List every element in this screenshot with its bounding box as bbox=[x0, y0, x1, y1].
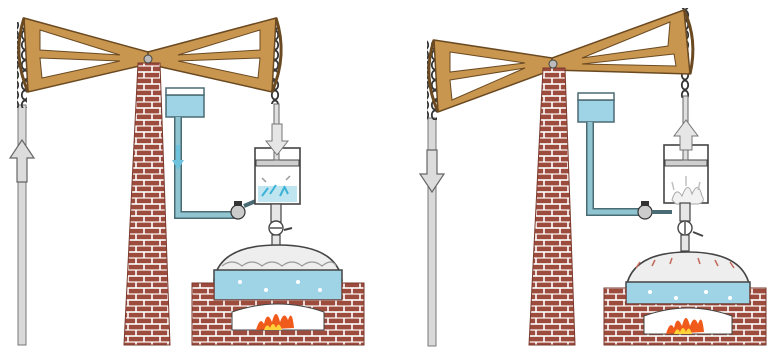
brick-pillar bbox=[124, 63, 170, 345]
steam-valve bbox=[269, 204, 292, 249]
engine-panel-left bbox=[10, 18, 364, 345]
boiler bbox=[214, 245, 342, 300]
pivot-icon bbox=[549, 60, 557, 68]
steam-valve bbox=[678, 203, 703, 251]
engine-panel-right bbox=[420, 8, 766, 346]
injection-pipe bbox=[590, 122, 640, 212]
down-arrow-icon bbox=[420, 150, 444, 192]
injection-valve bbox=[231, 200, 258, 219]
boiler bbox=[626, 252, 750, 304]
pivot-icon bbox=[144, 55, 152, 63]
water-cistern bbox=[166, 88, 204, 117]
down-arrow-water-icon bbox=[172, 145, 184, 170]
injection-pipe bbox=[178, 117, 236, 215]
up-arrow-icon bbox=[10, 140, 34, 182]
water-cistern bbox=[578, 93, 614, 122]
brick-pillar bbox=[529, 68, 575, 345]
